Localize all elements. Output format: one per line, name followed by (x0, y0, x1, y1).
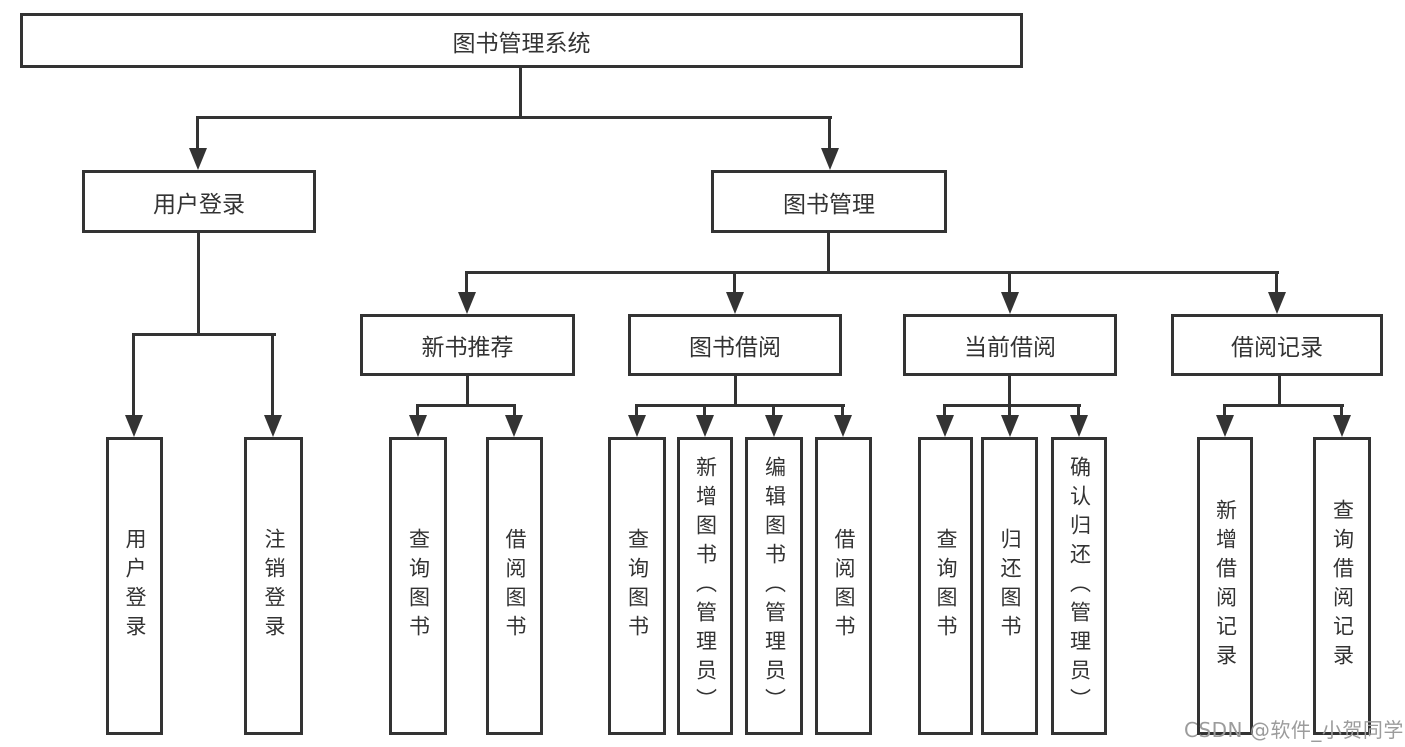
node-book-management-label: 图书管理 (783, 191, 875, 218)
connector-leaf (1223, 405, 1226, 417)
leaf-confirm-return-admin: 确认归还（管理员） (1051, 437, 1107, 735)
connector-root-stub (519, 68, 522, 118)
connector-leaf (841, 405, 844, 417)
arrow-down-icon (726, 292, 744, 314)
arrow-down-icon (1216, 415, 1234, 437)
leaf-label: 借阅图书 (832, 528, 857, 644)
connector-to-leaf-logout (271, 335, 274, 417)
connector-leaf (1008, 405, 1011, 417)
leaf-query-books-current: 查询图书 (918, 437, 973, 735)
leaf-user-login: 用户登录 (106, 437, 163, 735)
connector-leaf (703, 405, 706, 417)
connector-level1-rail (196, 116, 832, 119)
arrow-down-icon (765, 415, 783, 437)
arrow-down-icon (189, 148, 207, 170)
connector-to-new-book (465, 273, 468, 294)
connector-current-borrowing-stub (1008, 376, 1011, 407)
arrow-down-icon (834, 415, 852, 437)
arrow-down-icon (628, 415, 646, 437)
connector-book-borrowing-rail (635, 404, 845, 407)
leaf-label: 归还图书 (998, 528, 1023, 644)
leaf-label: 查询图书 (934, 528, 959, 644)
leaf-label: 编辑图书（管理员） (762, 455, 787, 717)
connector-borrowing-records-stub (1278, 376, 1281, 407)
node-book-borrowing-label: 图书借阅 (689, 335, 781, 361)
connector-leaf (416, 405, 419, 417)
node-root-label: 图书管理系统 (452, 30, 591, 57)
leaf-query-books-recommend: 查询图书 (389, 437, 447, 735)
arrow-down-icon (1268, 292, 1286, 314)
arrow-down-icon (458, 292, 476, 314)
arrow-down-icon (696, 415, 714, 437)
connector-to-leaf-user-login (132, 335, 135, 417)
connector-new-book-rail (416, 404, 516, 407)
leaf-logout: 注销登录 (244, 437, 303, 735)
leaf-borrow-books-recommend: 借阅图书 (486, 437, 543, 735)
node-book-management: 图书管理 (711, 170, 947, 233)
node-user-login-label: 用户登录 (153, 191, 245, 218)
node-current-borrowing: 当前借阅 (903, 314, 1117, 376)
leaf-query-borrow-record: 查询借阅记录 (1313, 437, 1371, 735)
leaf-logout-label: 注销登录 (262, 528, 287, 644)
connector-level2-rail (465, 271, 1279, 274)
arrow-down-icon (409, 415, 427, 437)
connector-leaf (772, 405, 775, 417)
node-borrowing-records-label: 借阅记录 (1231, 335, 1323, 361)
leaf-label: 查询图书 (625, 528, 650, 644)
arrow-down-icon (1001, 292, 1019, 314)
node-new-book-recommend-label: 新书推荐 (421, 335, 514, 361)
node-root: 图书管理系统 (20, 13, 1023, 68)
connector-leaf (943, 405, 946, 417)
leaf-label: 确认归还（管理员） (1067, 455, 1092, 717)
leaf-query-books-borrowing: 查询图书 (608, 437, 666, 735)
node-new-book-recommend: 新书推荐 (360, 314, 575, 376)
arrow-down-icon (1070, 415, 1088, 437)
connector-leaf (1077, 405, 1080, 417)
node-book-borrowing: 图书借阅 (628, 314, 842, 376)
connector-leaf (1340, 405, 1343, 417)
connector-to-current-borrowing (1008, 273, 1011, 294)
connector-borrowing-records-rail (1223, 404, 1344, 407)
connector-user-login-stub (197, 233, 200, 335)
connector-to-user-login (196, 118, 199, 150)
leaf-label: 查询借阅记录 (1330, 499, 1355, 673)
connector-user-login-rail (132, 333, 276, 336)
connector-book-management-stub (827, 233, 830, 273)
leaf-edit-books-admin: 编辑图书（管理员） (745, 437, 803, 735)
arrow-down-icon (125, 415, 143, 437)
connector-to-book-borrowing (733, 273, 736, 294)
connector-to-book-management (828, 118, 831, 150)
leaf-add-borrow-record: 新增借阅记录 (1197, 437, 1253, 735)
arrow-down-icon (821, 148, 839, 170)
leaf-return-books: 归还图书 (981, 437, 1038, 735)
connector-leaf (513, 405, 516, 417)
arrow-down-icon (1001, 415, 1019, 437)
leaf-borrow-books: 借阅图书 (815, 437, 872, 735)
connector-new-book-stub (466, 376, 469, 407)
csdn-watermark: CSDN @软件_小贺同学 (1184, 718, 1404, 742)
leaf-label: 新增借阅记录 (1213, 499, 1238, 673)
arrow-down-icon (936, 415, 954, 437)
leaf-label: 新增图书（管理员） (693, 455, 718, 717)
leaf-label: 借阅图书 (503, 528, 528, 644)
connector-book-borrowing-stub (734, 376, 737, 407)
connector-current-borrowing-rail (943, 404, 1081, 407)
connector-leaf (635, 405, 638, 417)
node-borrowing-records: 借阅记录 (1171, 314, 1383, 376)
leaf-label: 查询图书 (406, 528, 431, 644)
node-user-login: 用户登录 (82, 170, 316, 233)
leaf-add-books-admin: 新增图书（管理员） (677, 437, 733, 735)
connector-to-borrowing-records (1275, 273, 1278, 294)
node-current-borrowing-label: 当前借阅 (964, 335, 1056, 361)
arrow-down-icon (1333, 415, 1351, 437)
arrow-down-icon (505, 415, 523, 437)
arrow-down-icon (264, 415, 282, 437)
leaf-user-login-label: 用户登录 (123, 528, 148, 644)
